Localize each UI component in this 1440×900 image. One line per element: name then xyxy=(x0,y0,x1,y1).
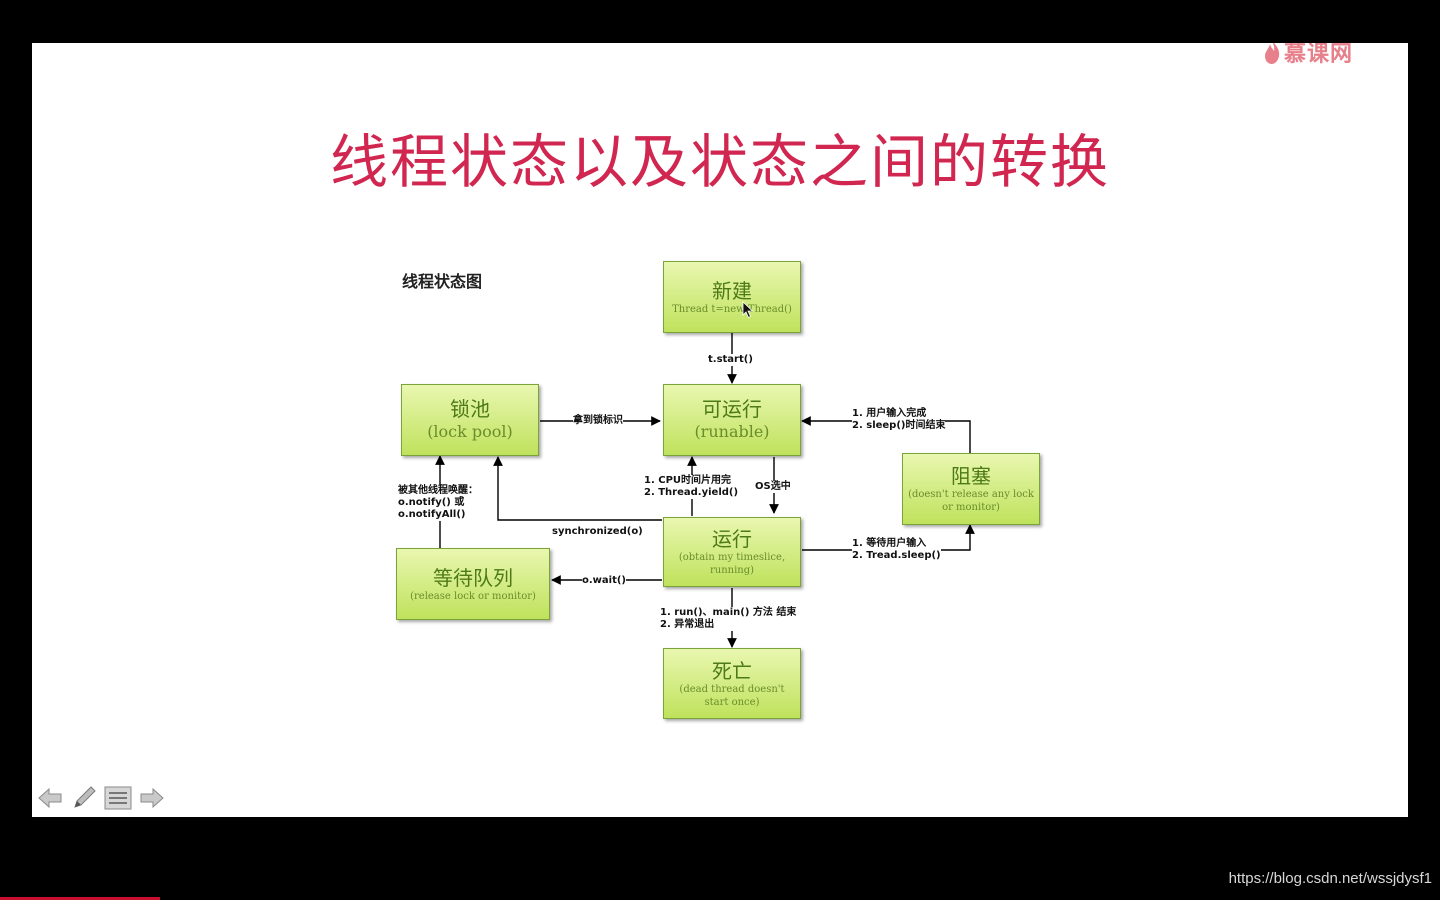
video-progress-bar[interactable] xyxy=(0,897,160,900)
edge-label-block: 1. 等待用户输入 2. Tread.sleep() xyxy=(852,538,941,562)
edge-label-unblock: 1. 用户输入完成 2. sleep()时间结束 xyxy=(852,408,946,432)
node-dead-name: 死亡 xyxy=(712,658,752,683)
node-waitqueue-sub: (release lock or monitor) xyxy=(410,590,536,602)
node-blocked-name: 阻塞 xyxy=(951,464,991,488)
node-running-name: 运行 xyxy=(712,527,752,551)
node-new-sub: Thread t=new Thread() xyxy=(672,303,792,315)
node-waitqueue-name: 等待队列 xyxy=(433,565,513,590)
node-dead-sub: (dead thread doesn't start once) xyxy=(679,683,785,708)
edge-label-notified: 被其他线程唤醒： o.notify() 或 o.notifyAll() xyxy=(398,485,478,521)
node-lockpool: 锁池 (lock pool) xyxy=(401,384,539,456)
node-runnable-name: 可运行 xyxy=(702,397,762,421)
pen-icon xyxy=(74,786,96,808)
slide-menu-button[interactable] xyxy=(104,785,132,811)
arrow-left-icon xyxy=(38,787,62,809)
edge-label-os-select: OS选中 xyxy=(755,481,791,493)
slide-toolbar xyxy=(36,785,166,811)
edge-label-get-lock: 拿到锁标识 xyxy=(573,415,623,427)
pen-tool-button[interactable] xyxy=(70,785,98,811)
prev-slide-button[interactable] xyxy=(36,785,64,811)
node-dead: 死亡 (dead thread doesn't start once) xyxy=(663,648,801,719)
brand-logo: 慕课网 xyxy=(1262,43,1353,69)
node-waitqueue: 等待队列 (release lock or monitor) xyxy=(396,548,550,620)
node-lockpool-name: 锁池 xyxy=(450,397,490,421)
edge-label-finish: 1. run()、main() 方法 结束 2. 异常退出 xyxy=(660,607,797,631)
mouse-cursor-icon xyxy=(742,301,754,319)
menu-icon xyxy=(104,786,132,810)
node-blocked-sub: (doesn't release any lock or monitor) xyxy=(908,489,1034,513)
node-runnable: 可运行 (runable) xyxy=(663,384,801,456)
node-lockpool-sub: (lock pool) xyxy=(427,422,513,441)
node-running-sub: (obtain my timeslice, running) xyxy=(678,552,786,576)
node-blocked: 阻塞 (doesn't release any lock or monitor) xyxy=(902,453,1040,525)
brand-name: 慕课网 xyxy=(1284,43,1354,67)
node-new-name: 新建 xyxy=(712,278,752,303)
edge-label-wait: o.wait() xyxy=(582,575,627,587)
node-running: 运行 (obtain my timeslice, running) xyxy=(663,517,801,587)
edge-label-start: t.start() xyxy=(708,354,753,366)
flame-icon xyxy=(1265,43,1280,64)
next-slide-button[interactable] xyxy=(138,785,166,811)
edge-label-yield: 1. CPU时间片用完 2. Thread.yield() xyxy=(644,475,739,499)
node-new: 新建 Thread t=new Thread() xyxy=(663,261,801,333)
diagram-label: 线程状态图 xyxy=(402,272,483,291)
edge-synchronized xyxy=(493,456,662,521)
slide-title: 线程状态以及状态之间的转换 xyxy=(329,128,1110,196)
node-runnable-sub: (runable) xyxy=(694,422,770,441)
source-watermark: https://blog.csdn.net/wssjdysf1 xyxy=(1228,870,1432,887)
edge-label-synchronized: synchronized(o) xyxy=(552,526,643,537)
arrow-right-icon xyxy=(140,787,164,809)
slide: 慕课网 线程状态以及状态之间的转换 线程状态图 新建 Thread t=n xyxy=(32,43,1408,817)
